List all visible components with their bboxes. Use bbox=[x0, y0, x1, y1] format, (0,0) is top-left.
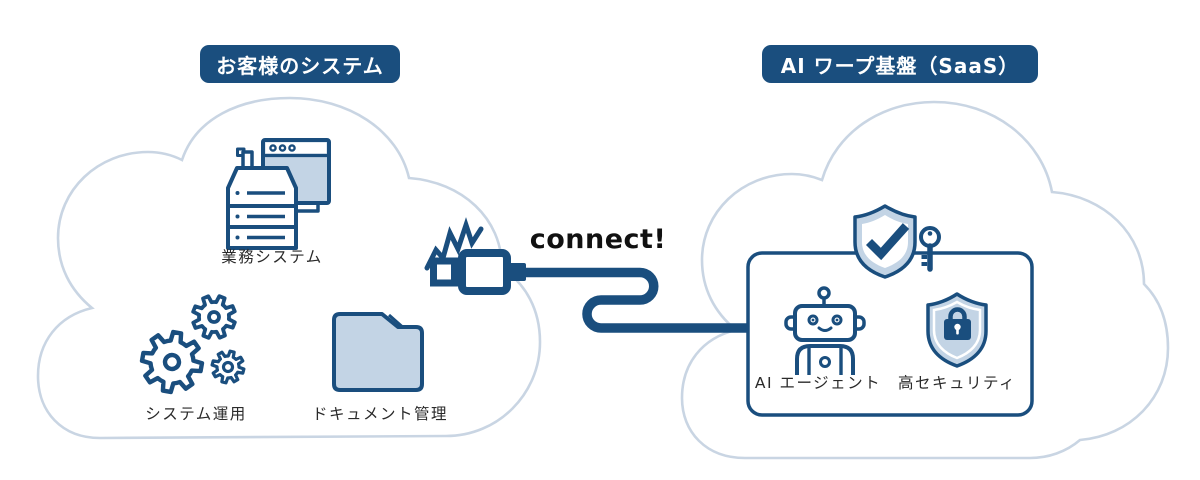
shield-check-icon bbox=[853, 204, 917, 279]
cable-line bbox=[524, 267, 752, 333]
plug-icon bbox=[430, 249, 526, 295]
shield-lock-icon bbox=[926, 292, 988, 368]
high-security-label: 高セキュリティ bbox=[897, 374, 1017, 392]
gears-icon bbox=[139, 294, 246, 395]
document-management-label: ドキュメント管理 bbox=[311, 405, 449, 423]
ai-agent-label: AI エージェント bbox=[754, 374, 882, 392]
system-operations-label: システム運用 bbox=[145, 405, 247, 423]
server-browser-icon bbox=[226, 138, 331, 250]
business-system-label: 業務システム bbox=[221, 248, 323, 266]
folder-icon bbox=[332, 312, 424, 392]
spark-icon bbox=[424, 217, 484, 271]
customer-system-badge: お客様のシステム bbox=[200, 45, 400, 83]
key-icon bbox=[919, 226, 941, 272]
saas-platform-badge: AI ワープ基盤（SaaS） bbox=[762, 45, 1038, 83]
connect-label: connect! bbox=[529, 224, 667, 255]
robot-icon bbox=[784, 286, 866, 375]
